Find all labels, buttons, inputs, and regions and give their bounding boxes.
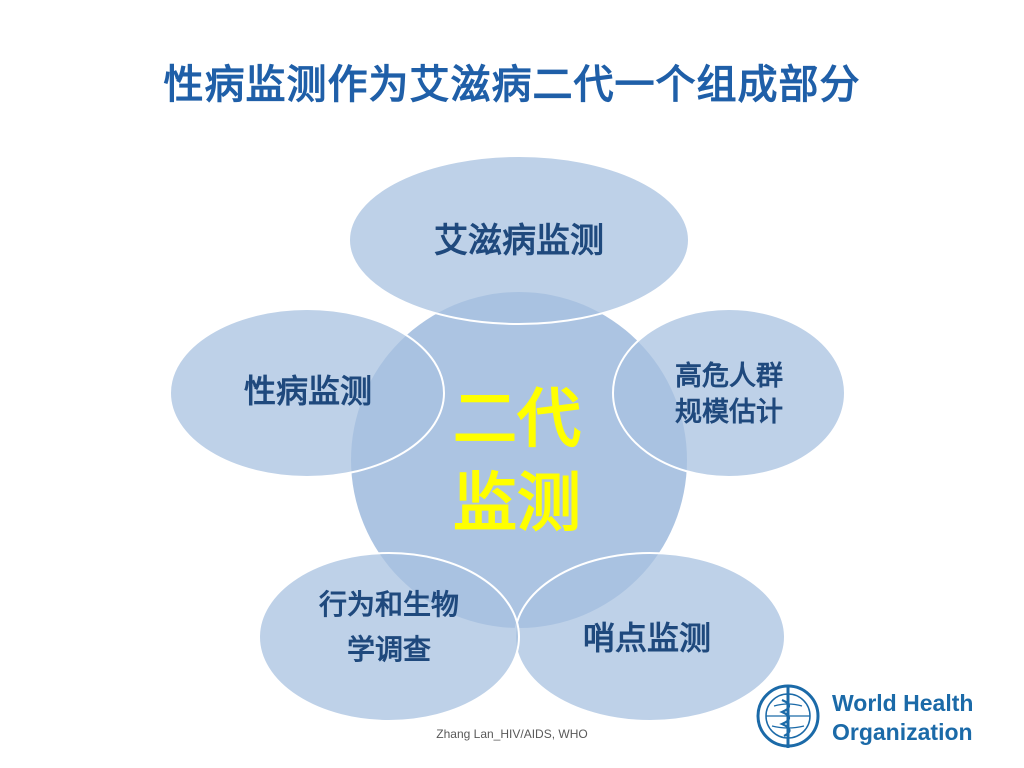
- node-left-label: 性病监测: [244, 372, 372, 410]
- who-emblem-icon: [756, 684, 820, 748]
- node-top-ellipse: [348, 155, 690, 325]
- node-right-ellipse: [612, 308, 846, 478]
- slide-footer: Zhang Lan_HIV/AIDS, WHO: [436, 727, 588, 741]
- who-logo: World Health Organization: [756, 684, 973, 748]
- node-right-label-line-2: 规模估计: [675, 397, 783, 428]
- slide-title: 性病监测作为艾滋病二代一个组成部分: [163, 62, 861, 108]
- node-bottom-left-label-line-2: 学调查: [347, 633, 431, 666]
- node-bottom-left-label-line-1: 行为和生物: [318, 588, 459, 621]
- node-right-label-line-1: 高危人群: [675, 360, 783, 392]
- center-label-line-1: 二代: [453, 383, 581, 457]
- who-logo-line-1: World Health: [832, 690, 973, 716]
- who-logo-line-2: Organization: [832, 719, 973, 745]
- node-bottom-right-label: 哨点监测: [583, 619, 711, 657]
- node-top-label: 艾滋病监测: [434, 221, 604, 261]
- center-label-line-2: 监测: [453, 467, 581, 541]
- node-bottom-left-ellipse: [258, 552, 520, 722]
- node-left-ellipse: [169, 308, 445, 478]
